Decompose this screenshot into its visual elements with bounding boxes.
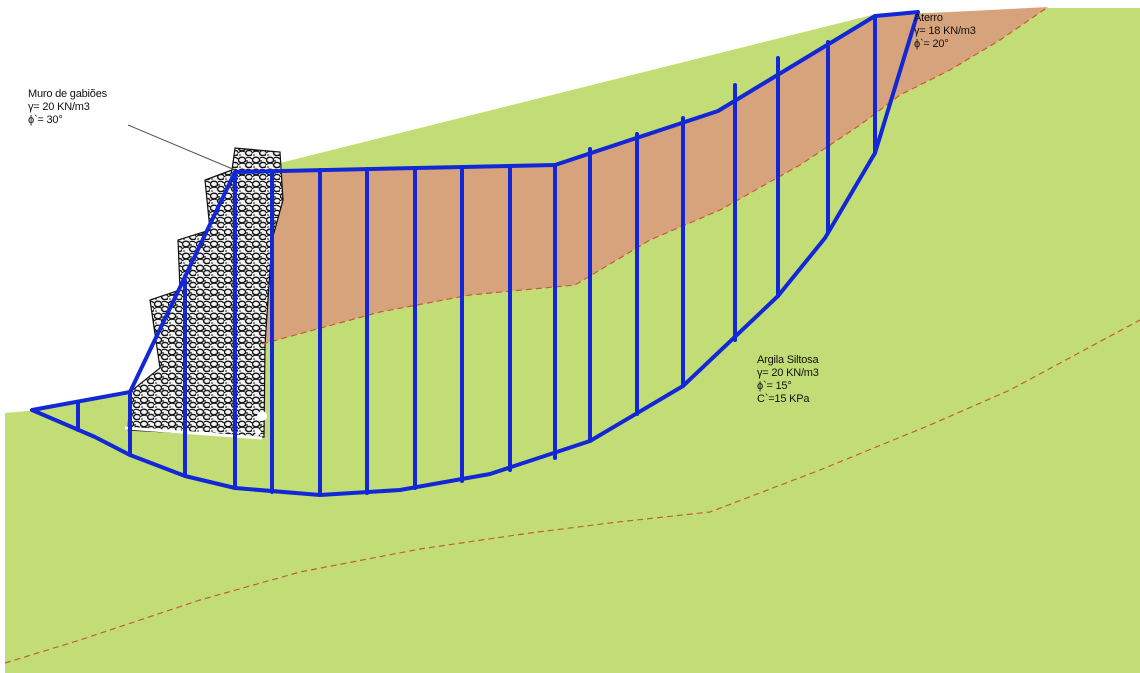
fill-name: Aterro bbox=[914, 12, 943, 24]
gabion-wall-phi: ϕ`= 30° bbox=[28, 114, 63, 126]
fill-gamma: γ= 18 KN/m3 bbox=[914, 25, 976, 37]
gabion-wall-label: Muro de gabiões γ= 20 KN/m3 ϕ`= 30° bbox=[28, 88, 107, 127]
fill-phi: ϕ`= 20° bbox=[914, 38, 949, 50]
silty-clay-cohesion: C`=15 KPa bbox=[757, 393, 810, 405]
silty-clay-name: Argila Siltosa bbox=[757, 354, 819, 366]
gabion-marker-dot-small bbox=[255, 429, 261, 435]
silty-clay-phi: ϕ`= 15° bbox=[757, 380, 792, 392]
layer-boundary-upper bbox=[261, 6, 1049, 345]
silty-clay-gamma: γ= 20 KN/m3 bbox=[757, 367, 819, 379]
gabion-wall bbox=[127, 147, 284, 438]
slip-surface-outline bbox=[30, 10, 920, 497]
gabion-wall-gamma: γ= 20 KN/m3 bbox=[28, 101, 90, 113]
layer-boundary-lower bbox=[4, 319, 1140, 664]
gabion-wall-base bbox=[124, 426, 263, 440]
gabion-leader-line bbox=[127, 124, 236, 171]
slip-slices bbox=[76, 14, 877, 497]
fill-soil-layer bbox=[262, 7, 1048, 344]
gabion-wall-name: Muro de gabiões bbox=[28, 88, 107, 100]
gabion-marker-dot bbox=[257, 411, 267, 421]
silty-clay-label: Argila Siltosa γ= 20 KN/m3 ϕ`= 15° C`=15… bbox=[757, 354, 819, 406]
fill-label: Aterro γ= 18 KN/m3 ϕ`= 20° bbox=[914, 12, 976, 51]
